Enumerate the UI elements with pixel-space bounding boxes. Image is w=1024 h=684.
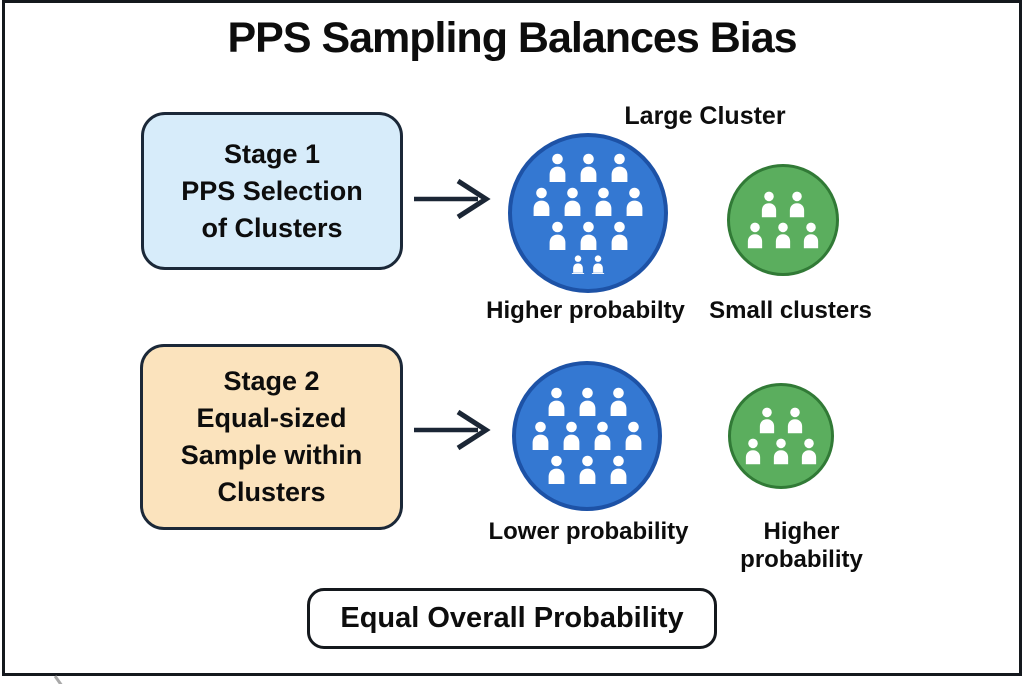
- diagram-title: PPS Sampling Balances Bias: [227, 14, 797, 62]
- person-row: [544, 221, 633, 252]
- person-icon: [580, 153, 596, 182]
- person-row: [570, 254, 606, 274]
- caption-higher-probability-stage1: Higher probabilty: [486, 297, 685, 324]
- stage1-line-1: Stage 1: [223, 138, 321, 169]
- stage2-line-3: Sample within: [180, 440, 363, 470]
- person-icon: [594, 421, 611, 450]
- person-icon: [591, 254, 605, 274]
- small-cluster-stage1: [727, 164, 839, 276]
- caption-small-clusters: Small clusters: [709, 297, 872, 324]
- person-icon: [564, 187, 581, 216]
- large-cluster-label: Large Cluster: [624, 102, 786, 130]
- caption-lower-probability: Lower probability: [488, 518, 689, 545]
- stage2-line-4: Clusters: [217, 477, 326, 507]
- person-icon: [610, 387, 626, 416]
- person-icon: [563, 421, 580, 450]
- person-row: [544, 153, 633, 184]
- person-row: [757, 191, 809, 219]
- person-icon: [549, 153, 565, 182]
- person-icon: [579, 455, 595, 484]
- person-row: [743, 222, 823, 250]
- page-curl-artifact: [53, 675, 64, 684]
- person-icon: [761, 191, 777, 217]
- stage2-line-2: Equal-sized: [196, 403, 347, 433]
- person-icon: [787, 407, 803, 433]
- stage2-box: Stage 2 Equal-sized Sample within Cluste…: [140, 344, 403, 530]
- person-icon: [611, 153, 627, 182]
- equal-overall-probability-box: Equal Overall Probability: [307, 588, 717, 649]
- arrow-right-icon: [414, 409, 491, 451]
- stage1-line-2: PPS Selection: [181, 175, 363, 206]
- person-icon: [548, 387, 564, 416]
- person-icon: [533, 187, 550, 216]
- small-cluster-stage2: [728, 383, 834, 489]
- person-icon: [579, 387, 595, 416]
- person-icon: [625, 421, 642, 450]
- person-row: [543, 387, 632, 418]
- footer-label: Equal Overall Probability: [340, 602, 684, 634]
- person-icon: [745, 438, 761, 464]
- stage2-line-1: Stage 2: [223, 366, 320, 396]
- person-row: [755, 407, 807, 435]
- caption-higher-probability-stage2: Higher probability: [740, 518, 863, 573]
- arrow-right-icon: [414, 178, 491, 220]
- person-icon: [548, 455, 564, 484]
- person-icon: [759, 407, 775, 433]
- person-icon: [626, 187, 643, 216]
- person-row: [741, 438, 821, 466]
- person-icon: [801, 438, 817, 464]
- person-icon: [549, 221, 565, 250]
- person-row: [543, 455, 632, 486]
- person-icon: [610, 455, 626, 484]
- large-cluster-stage1: [508, 133, 668, 293]
- stage1-box: Stage 1 PPS Selection of Clusters: [141, 112, 403, 270]
- person-icon: [595, 187, 612, 216]
- person-icon: [532, 421, 549, 450]
- person-icon: [571, 254, 585, 274]
- person-icon: [803, 222, 819, 248]
- person-icon: [580, 221, 596, 250]
- person-icon: [789, 191, 805, 217]
- person-row: [528, 187, 648, 218]
- stage1-line-3: of Clusters: [201, 212, 343, 243]
- person-icon: [747, 222, 763, 248]
- person-icon: [773, 438, 789, 464]
- large-cluster-stage2: [512, 361, 662, 511]
- person-icon: [611, 221, 627, 250]
- person-row: [527, 421, 647, 452]
- person-icon: [775, 222, 791, 248]
